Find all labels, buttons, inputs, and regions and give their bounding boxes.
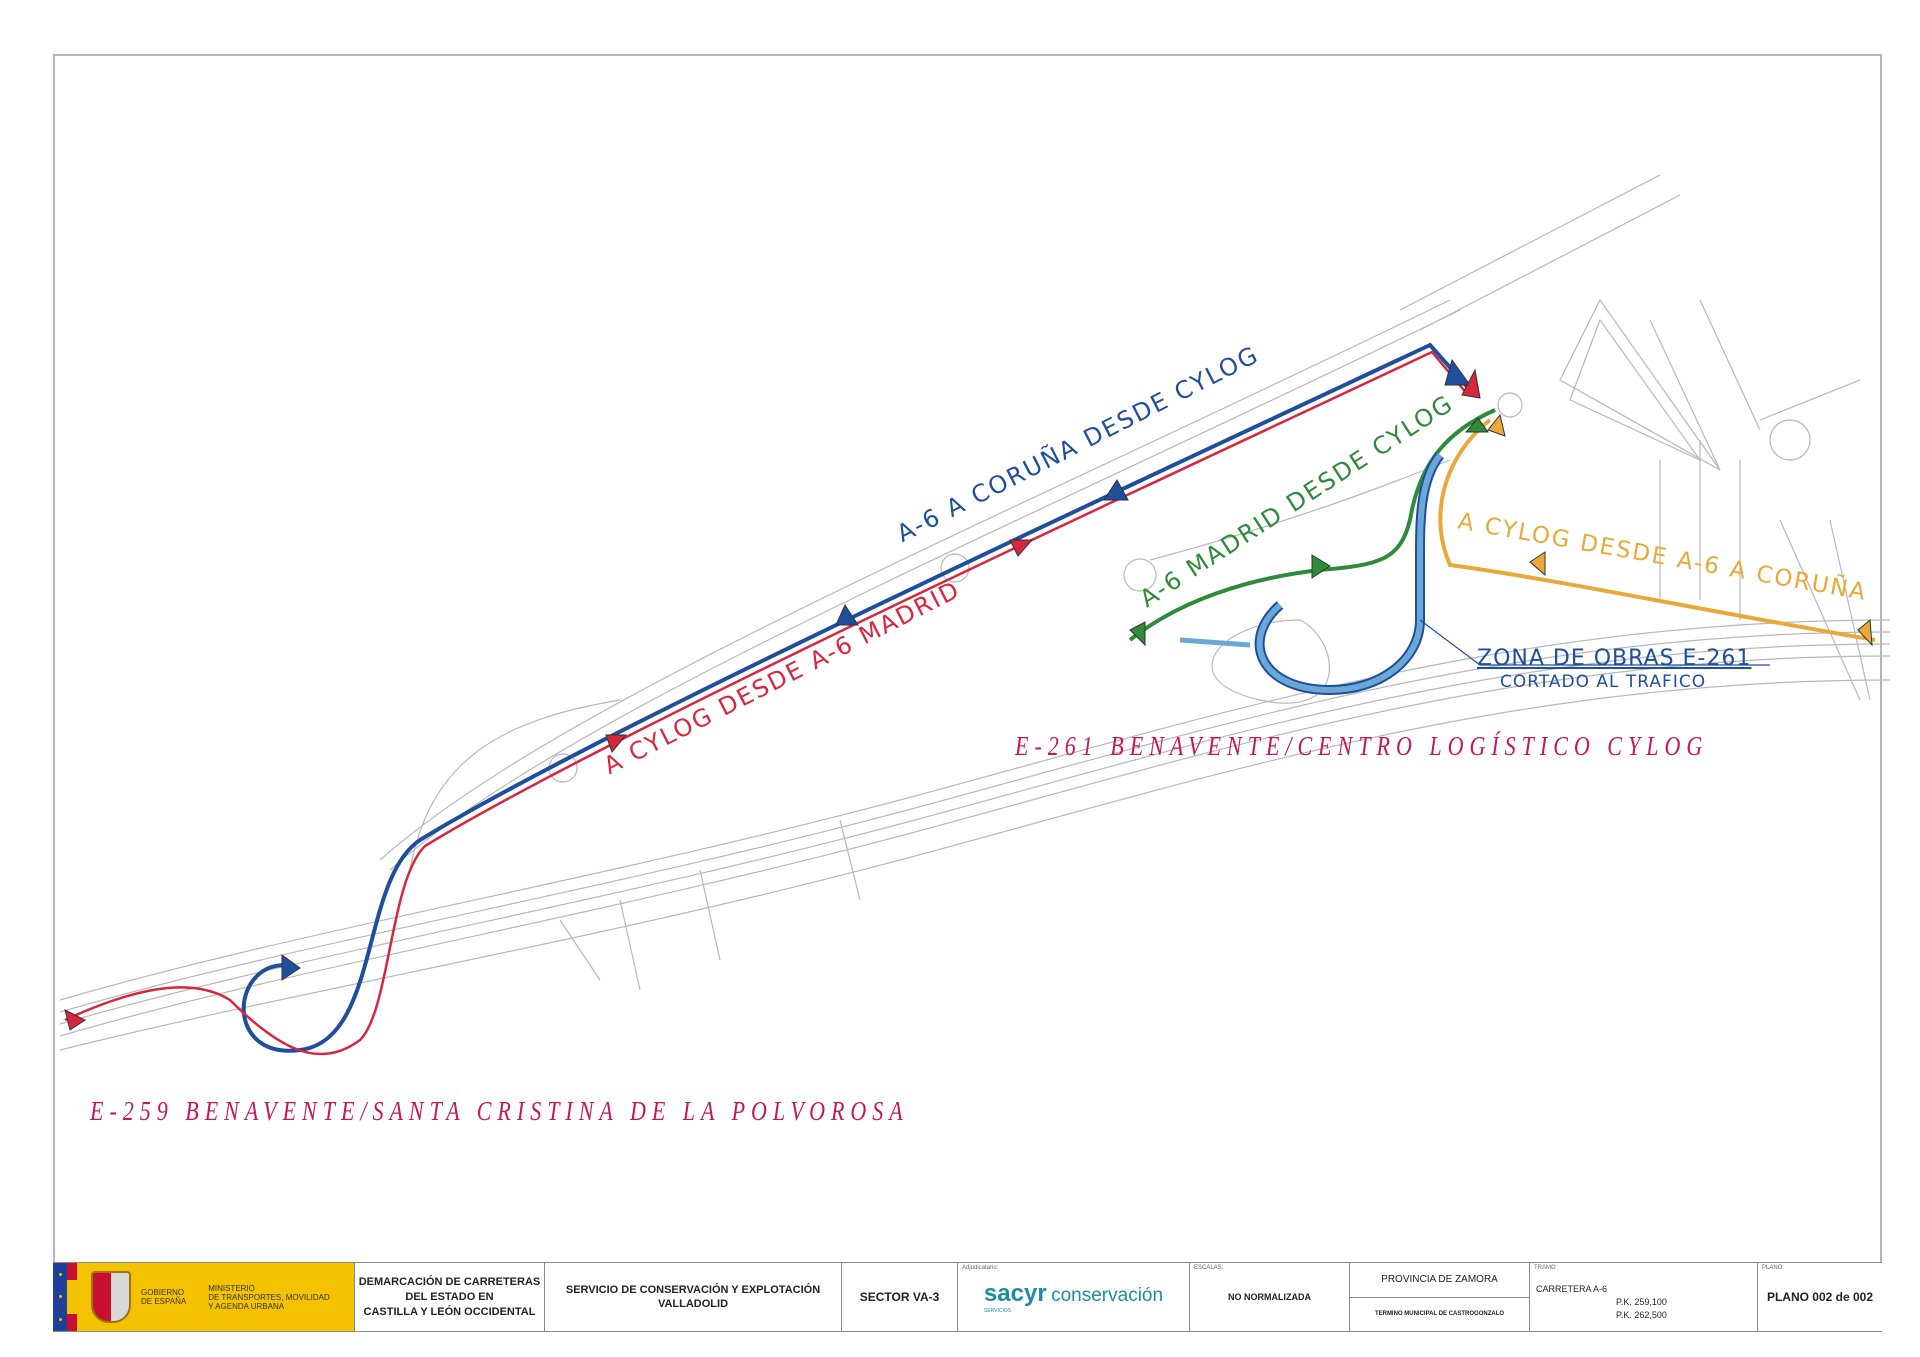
route-blue	[241, 342, 1472, 1053]
government-name: GOBIERNO DE ESPAÑA	[141, 1288, 187, 1306]
sacyr-logo: sacyr	[983, 1280, 1047, 1307]
ministry-name: MINISTERIO DE TRANSPORTES, MOVILIDAD Y A…	[208, 1283, 330, 1311]
government-logo-cell: GOBIERNO DE ESPAÑA MINISTERIO DE TRANSPO…	[53, 1263, 355, 1331]
spain-flag-icon	[67, 1263, 77, 1331]
sacyr-logo-suffix: conservación	[1051, 1285, 1164, 1306]
direction-arrows	[64, 358, 1873, 1031]
works-zone-subtitle: CORTADO AL TRAFICO	[1500, 672, 1707, 692]
eu-flag-icon	[53, 1263, 67, 1331]
route-orange	[1438, 418, 1876, 642]
title-block: GOBIERNO DE ESPAÑA MINISTERIO DE TRANSPO…	[53, 1262, 1882, 1332]
base-roads	[59, 174, 1891, 1051]
works-zone-title: ZONA DE OBRAS E-261	[1477, 646, 1752, 671]
road-label-e261: E-261 BENAVENTE/CENTRO LOGÍSTICO CYLOG	[1015, 730, 1709, 762]
works-zone-e261	[1179, 451, 1770, 696]
plano-cell: PLANO: PLANO 002 de 002	[1762, 1265, 1874, 1304]
provincia-cell: PROVINCIA DE ZAMORA TERMINO MUNICIPAL DE…	[1350, 1263, 1530, 1331]
tramo-cell: TRAMO CARRETERA A-6 P.K. 259,100 P.K. 26…	[1530, 1263, 1758, 1331]
route-red	[64, 350, 1469, 1056]
road-label-e259: E-259 BENAVENTE/SANTA CRISTINA DE LA POL…	[90, 1095, 909, 1127]
coat-of-arms-icon	[91, 1271, 131, 1323]
escalas-cell: ESCALAS: NO NORMALIZADA	[1190, 1263, 1350, 1331]
sector-cell: SECTOR VA-3	[842, 1263, 958, 1331]
servicio-cell: SERVICIO DE CONSERVACIÓN Y EXPLOTACIÓN V…	[545, 1263, 842, 1331]
adjudicatario-cell: Adjudicatario: sacyr conservación SERVIC…	[958, 1263, 1190, 1331]
demarcacion-cell: DEMARCACIÓN DE CARRETERAS DEL ESTADO EN …	[355, 1263, 545, 1331]
route-green	[1128, 408, 1496, 642]
